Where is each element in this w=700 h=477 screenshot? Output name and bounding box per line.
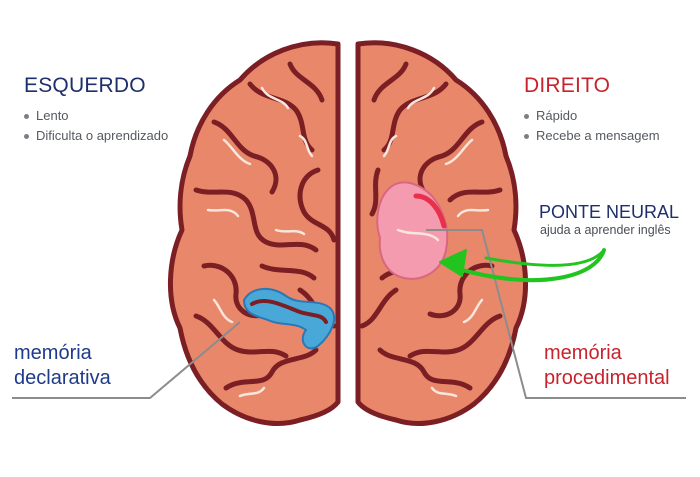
right-bullet-item: Rápido [522, 106, 660, 126]
declarative-leader-line [12, 321, 241, 399]
procedural-leader-line [426, 229, 686, 399]
left-bullet-item: Lento [22, 106, 168, 126]
procedural-label-line1: memória [544, 342, 622, 364]
declarative-label-line1: memória [14, 342, 92, 364]
left-hemisphere [167, 40, 341, 426]
left-hemisphere-title: ESQUERDO [24, 74, 146, 97]
declarative-memory-area [242, 288, 336, 350]
right-bullet-list: Rápido Recebe a mensagem [522, 106, 660, 146]
right-hemisphere [355, 40, 529, 426]
right-hemisphere-title: DIREITO [524, 74, 611, 97]
neural-bridge-subtitle: ajuda a aprender inglês [540, 223, 671, 237]
neural-bridge-arrow [439, 248, 606, 283]
declarative-label-line2: declarativa [14, 367, 111, 389]
procedural-label-line2: procedimental [544, 367, 670, 389]
procedural-memory-area [376, 181, 449, 280]
left-bullet-item: Dificulta o aprendizado [22, 126, 168, 146]
right-bullet-item: Recebe a mensagem [522, 126, 660, 146]
left-bullet-list: Lento Dificulta o aprendizado [22, 106, 168, 146]
procedural-memory-label: memória procedimental [544, 341, 670, 391]
neural-bridge-title: PONTE NEURAL [539, 202, 680, 222]
declarative-memory-label: memória declarativa [14, 341, 111, 391]
